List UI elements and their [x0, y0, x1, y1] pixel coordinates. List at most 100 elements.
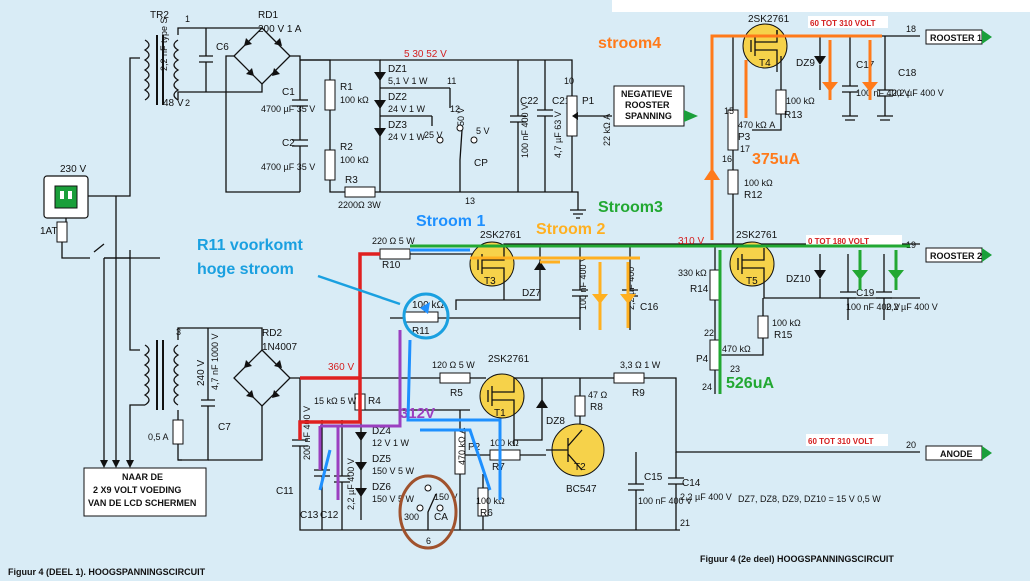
c17-value: 100 nF 400 V: [856, 88, 910, 98]
dz9-label: DZ9: [796, 58, 815, 69]
selector-switch-cp[interactable]: [436, 124, 478, 172]
node-19: 19: [906, 240, 916, 250]
t1-type: 2SK2761: [488, 354, 530, 365]
r7-resistor: [489, 449, 521, 461]
lcd-note-1: NAAR DE: [122, 472, 163, 482]
r10-value: 220 Ω 5 W: [372, 236, 415, 246]
r1-resistor: [324, 79, 336, 111]
mosfet-t5: [729, 241, 775, 290]
transistor-t2: [546, 423, 605, 477]
annotation-526ua: 526uA: [726, 375, 774, 392]
annotation-stroom2-path: [470, 256, 640, 330]
annotation-rail-360: [298, 252, 380, 440]
t3-label: T3: [484, 276, 496, 287]
c21-label: C21: [552, 96, 571, 107]
dz10-zener: [814, 270, 826, 279]
r6-value: 100 kΩ: [476, 496, 505, 506]
switch-50v: 50 V: [456, 107, 466, 126]
annotation-stroom4: stroom4: [598, 35, 661, 52]
node-16: 16: [722, 154, 732, 164]
r3-label: R3: [345, 175, 358, 186]
r2-label: R2: [340, 142, 353, 153]
r7-value: 100 kΩ: [490, 438, 519, 448]
annotation-375ua: 375uA: [752, 151, 800, 168]
annotation-r11-circle: [402, 292, 450, 340]
p4-label: P4: [696, 354, 709, 365]
t5-type: 2SK2761: [736, 230, 778, 241]
r1-label: R1: [340, 82, 353, 93]
dz4-label: DZ4: [372, 426, 391, 437]
dz7-zener: [534, 261, 546, 270]
r15-resistor: [757, 315, 769, 339]
r5-value: 120 Ω 5 W: [432, 360, 475, 370]
lcd-supply-note: [83, 467, 207, 517]
node-20: 20: [906, 440, 916, 450]
zener-chain: [374, 72, 386, 137]
lcd-note-3: VAN DE LCD SCHERMEN: [88, 498, 196, 508]
c18-label: C18: [898, 68, 917, 79]
r12-label: R12: [744, 190, 763, 201]
range-rooster1: 60 TOT 310 VOLT: [810, 19, 876, 28]
p3-potentiometer[interactable]: [727, 109, 739, 151]
output-anode: [925, 445, 992, 461]
neg-bias-output-tag: [613, 85, 698, 127]
r8-resistor: [574, 395, 586, 417]
c6-value: 2,2 nF type S: [159, 17, 169, 71]
dz5-label: DZ5: [372, 454, 391, 465]
r11-resistor: [403, 311, 439, 323]
node-6: 6: [426, 536, 431, 546]
output-rooster2: [925, 247, 992, 263]
c22-value: 100 nF 400 V: [520, 104, 530, 158]
r5-label: R5: [450, 388, 463, 399]
switch-values: 5 30 52 V: [404, 49, 447, 60]
node-13: 13: [465, 196, 475, 206]
switch-5v: 5 V: [476, 126, 490, 136]
ca-label: CA: [434, 512, 448, 523]
c11-value: 200 nF 400 V: [302, 406, 312, 460]
neg-bias-label-2: ROOSTER: [625, 100, 670, 110]
dz9-zener: [814, 56, 826, 65]
selector-switch-ca[interactable]: [416, 484, 444, 530]
fuse2-label: 0,5 A: [148, 432, 169, 442]
tr2-pin2: 2: [185, 98, 190, 108]
c22-label: C22: [520, 96, 539, 107]
c19-value: 100 nF 400 V: [846, 302, 900, 312]
neg-bias-label-3: SPANNING: [625, 111, 672, 121]
r4-value: 15 kΩ 5 W: [314, 396, 357, 406]
dz10-label: DZ10: [786, 274, 811, 285]
r13-value: 100 kΩ: [786, 96, 815, 106]
range-anode: 60 TOT 310 VOLT: [808, 437, 874, 446]
rail-360v: 360 V: [328, 362, 354, 373]
mosfet-t3: [469, 241, 515, 290]
annotation-stroom2: Stroom 2: [536, 221, 605, 238]
t5-label: T5: [746, 276, 758, 287]
node-24: 24: [702, 382, 712, 392]
output-rooster1: [925, 29, 992, 45]
dz2-value: 24 V 1 W: [388, 104, 426, 114]
rooster1-label: ROOSTER 1: [930, 33, 982, 43]
c1-label: C1: [282, 87, 295, 98]
r12-value: 100 kΩ: [744, 178, 773, 188]
ca-150v: 150 V: [434, 492, 458, 502]
c14-value: 2,2 µF 400 V: [680, 492, 732, 502]
r9-resistor: [613, 372, 645, 384]
r15-label: R15: [774, 330, 793, 341]
p2-value: 470 kΩ A: [457, 428, 467, 465]
bridge-rectifier-rd1: [233, 27, 291, 85]
range-rooster2: 0 TOT 180 VOLT: [808, 237, 869, 246]
annotation-stroom4-path: [710, 34, 882, 240]
mains-inlet: [43, 175, 89, 219]
dz6-value: 150 V 5 W: [372, 494, 415, 504]
p3-value: 470 kΩ A: [738, 120, 775, 130]
r9-value: 3,3 Ω 1 W: [620, 360, 661, 370]
r8-value: 47 Ω: [588, 390, 608, 400]
r12-resistor: [727, 169, 739, 195]
annotation-r11-line1: R11 voorkomt: [197, 237, 303, 254]
dz3-value: 24 V 1 W: [388, 132, 426, 142]
rd2-value: 1N4007: [262, 342, 297, 353]
tr2-label: TR2: [150, 10, 169, 21]
mosfet-t1: [479, 373, 525, 440]
zener-note: DZ7, DZ8, DZ9, DZ10 = 15 V 0,5 W: [738, 494, 881, 504]
annotation-ca-circle: [398, 474, 458, 550]
transformer-tr2: [143, 35, 180, 105]
